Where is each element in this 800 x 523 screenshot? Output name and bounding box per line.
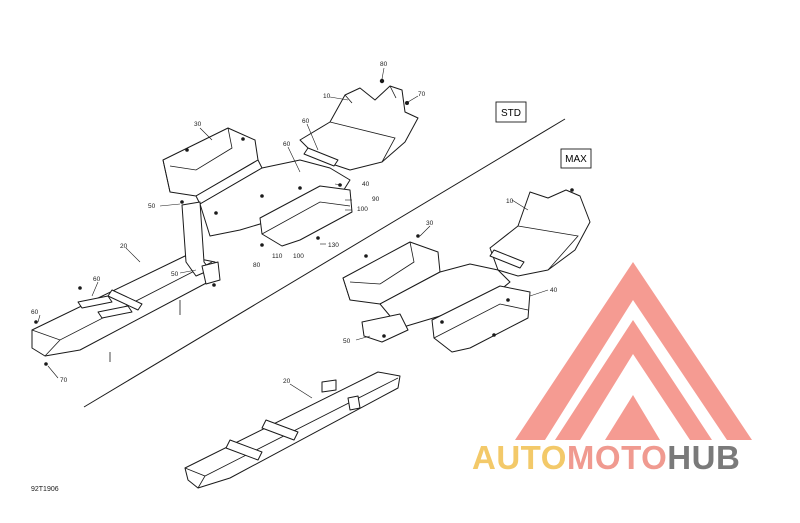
- callouts: 80 70 10 60 60 30 40 90 100 50 130 110 1…: [31, 61, 558, 385]
- callout-label: 50: [171, 271, 179, 278]
- callout-label: 70: [418, 91, 426, 98]
- callout-label: 20: [120, 243, 128, 250]
- callout-label: 50: [343, 338, 351, 345]
- callout-label: 50: [148, 203, 156, 210]
- automotohub-logo: [515, 262, 752, 440]
- callout-label: 80: [253, 262, 261, 269]
- max-assembly: [184, 188, 591, 489]
- callout-label: 40: [550, 287, 558, 294]
- std-label: STD: [501, 108, 521, 119]
- callout-label: 130: [328, 242, 339, 249]
- callout-label: 60: [31, 309, 39, 316]
- brand-wordmark: AUTOMOTOHUB: [472, 439, 740, 476]
- brand-auto: AUTO: [472, 439, 567, 476]
- callout-label: 60: [283, 141, 291, 148]
- callout-label: 80: [380, 61, 388, 68]
- leader-lines: [37, 67, 549, 399]
- callout-label: 70: [60, 377, 68, 384]
- max-label: MAX: [565, 154, 587, 165]
- brand-moto: MOTO: [567, 439, 667, 476]
- std-label-box: STD: [495, 101, 527, 123]
- callout-label: 110: [272, 253, 283, 260]
- drawing-number: 92T1906: [31, 486, 59, 493]
- callout-label: 90: [372, 196, 380, 203]
- callout-label: 100: [357, 206, 368, 213]
- callout-label: 40: [362, 181, 370, 188]
- max-label-box: MAX: [560, 148, 592, 169]
- callout-label: 20: [283, 378, 291, 385]
- callout-label: 60: [302, 118, 310, 125]
- callout-label: 30: [426, 220, 434, 227]
- callout-label: 10: [506, 198, 514, 205]
- callout-label: 10: [323, 93, 331, 100]
- variant-divider: [83, 118, 566, 408]
- brand-hub: HUB: [667, 439, 740, 476]
- callout-label: 30: [194, 121, 202, 128]
- callout-label: 100: [293, 253, 304, 260]
- std-assembly: [31, 78, 419, 366]
- callout-label: 60: [93, 276, 101, 283]
